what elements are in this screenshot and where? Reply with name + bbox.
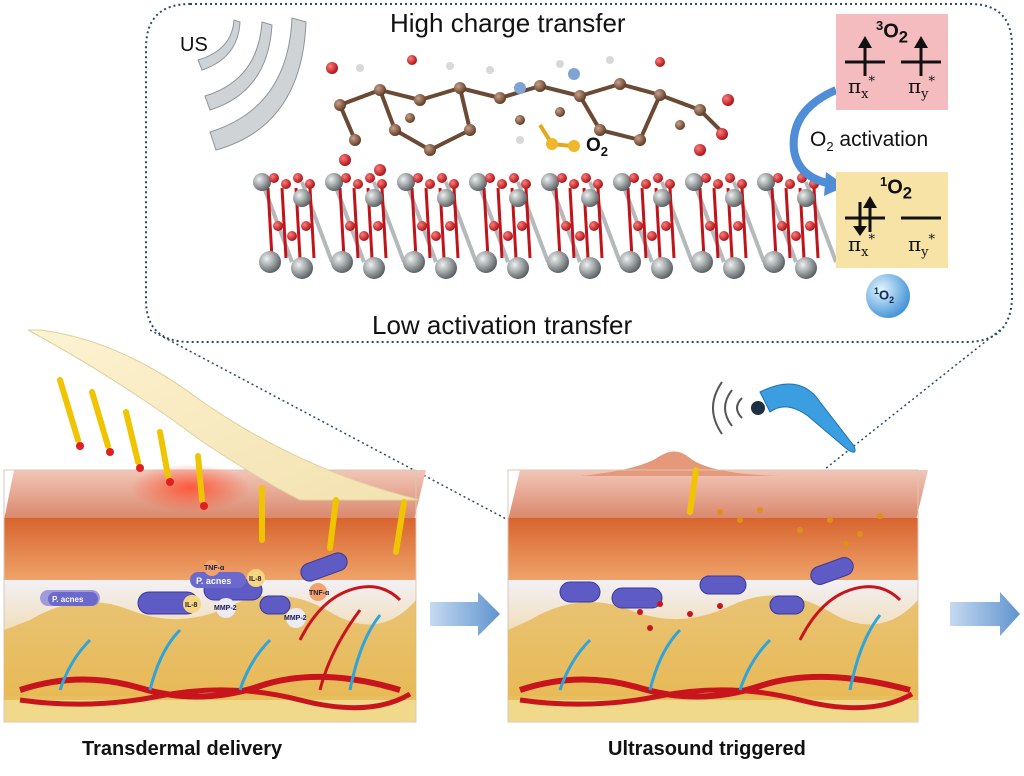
skin-block-right <box>507 451 928 723</box>
triplet-oxygen-label: 3O2 <box>876 18 909 47</box>
ultrasound-label: US <box>180 34 208 56</box>
triplet-pi-x-label: πx* <box>848 74 875 102</box>
label-p-acnes-2: P. acnes <box>196 576 231 586</box>
singlet-oxygen-sphere-label: 1O2 <box>874 286 895 305</box>
bacteria-right <box>559 557 854 615</box>
label-il8-1: IL-8 <box>249 576 262 583</box>
ultrasound-probe-icon <box>712 381 856 453</box>
label-mmp-1: MMP-2 <box>214 605 237 612</box>
triplet-pi-y-label: πy* <box>908 74 936 102</box>
substrate-lattice <box>253 173 838 279</box>
label-tnf-2: TNF-α <box>309 590 330 597</box>
skin-labels-left: P. acnes P. acnes TNF-α IL-8 IL-8 MMP-2 … <box>48 560 330 628</box>
vessel-red-left <box>19 673 401 700</box>
activation-arrow <box>789 86 838 188</box>
o2-activation-label: O2 activation <box>810 128 929 155</box>
high-charge-transfer-label: High charge transfer <box>390 8 626 38</box>
singlet-oxygen-sphere <box>866 274 910 318</box>
ros-particles <box>717 507 883 547</box>
activation-arrow-head <box>824 172 846 196</box>
transdermal-delivery-caption: Transdermal delivery <box>82 738 283 760</box>
singlet-oxygen-label: 1O2 <box>880 174 913 203</box>
process-arrow-2 <box>950 592 1020 636</box>
label-tnf-1: TNF-α <box>204 565 225 572</box>
catalyst-molecule <box>326 55 734 176</box>
low-activation-transfer-label: Low activation transfer <box>372 310 633 340</box>
singlet-orbitals <box>845 196 941 236</box>
label-il8-2: IL-8 <box>185 602 198 609</box>
singlet-pi-y-label: πy* <box>908 232 936 260</box>
oxygen-molecule-label: O2 <box>586 135 609 159</box>
vessel-blue-left <box>58 628 272 691</box>
vessel-blue-right <box>558 614 882 691</box>
microneedle-patch <box>27 329 421 555</box>
callout-panel-border <box>145 3 1013 343</box>
label-mmp-2: MMP-2 <box>284 615 307 622</box>
process-arrow-1 <box>430 592 500 636</box>
singlet-pi-x-label: πx* <box>848 232 875 260</box>
ultrasound-triggered-caption: Ultrasound triggered <box>608 738 806 760</box>
ultrasound-waves-icon <box>197 17 307 151</box>
vessel-red-right <box>519 673 911 700</box>
singlet-box <box>836 172 948 268</box>
label-p-acnes-1: P. acnes <box>52 595 84 604</box>
triplet-orbitals <box>845 36 941 76</box>
